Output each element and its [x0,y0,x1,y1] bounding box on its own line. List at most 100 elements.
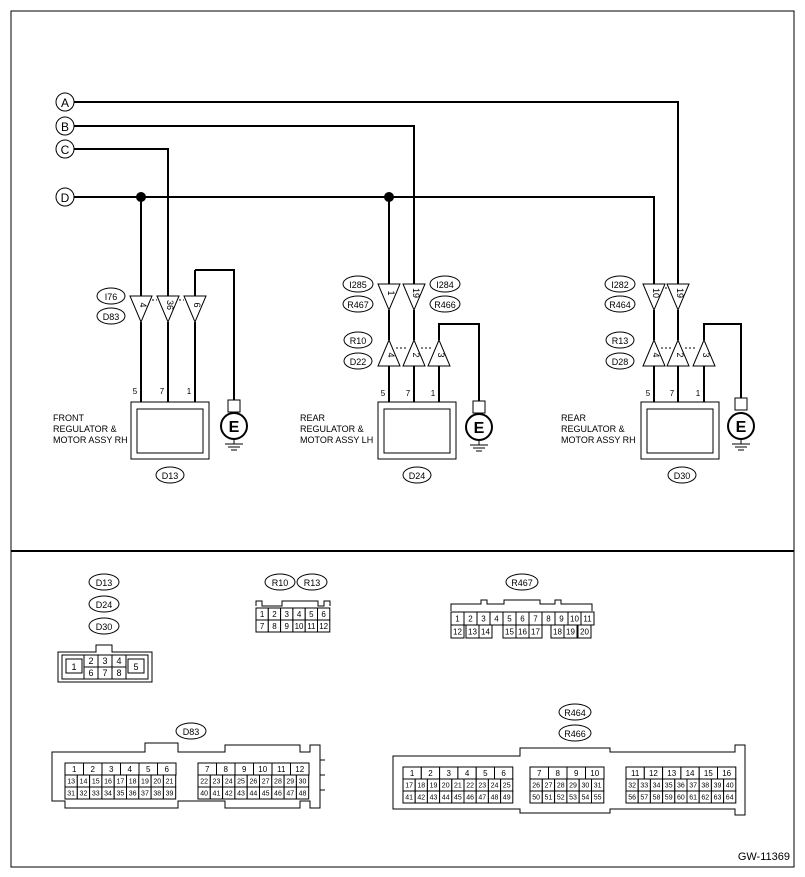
connector-pin-label: 6 [88,668,93,678]
connector-pin-label: 17 [405,783,413,790]
svg-text:19: 19 [675,288,685,298]
svg-text:3: 3 [436,352,446,357]
svg-text:I76: I76 [105,292,118,302]
connector-pin-cell [500,790,514,804]
connector-pin-label: 63 [714,795,722,802]
connector-pin-label: 47 [478,795,486,802]
connector-pin-label: 47 [286,791,294,798]
connector-pin-label: 17 [531,627,540,636]
connector-pin-label: 12 [649,769,658,778]
connector-pin-label: 57 [640,795,648,802]
connector-pin-label: 20 [580,627,589,636]
wire-pin-label: 5 [381,389,386,398]
connector-i285-pin: 1 [377,283,401,312]
svg-text:D28: D28 [612,357,629,367]
connector-pin-label: 12 [319,622,328,631]
connector-pin-label: 11 [631,769,640,778]
connector-r10-pin: 4 [377,338,401,367]
connector-pin-label: 33 [92,791,100,798]
svg-text:D30: D30 [96,622,113,632]
svg-text:R13: R13 [612,336,629,346]
connector-pin-label: 10 [258,765,267,774]
connector-pin-label: 14 [686,769,695,778]
connector-pin-label: 7 [102,668,107,678]
connector-pin-label: 59 [665,795,673,802]
connector-pin-label: 31 [67,791,75,798]
connector-pin-label: 14 [80,779,88,786]
circuit-rear-lh: 1 19 I285 R467 I284 R466 4 [300,275,493,484]
connector-pin-label: 36 [677,783,685,790]
wire-pin-label: 1 [431,389,436,398]
connector-pin-label: 16 [722,769,731,778]
svg-text:10: 10 [651,288,661,298]
svg-text:D83: D83 [103,312,120,322]
connector-pin-label: 11 [277,765,286,774]
connector-pin-label: 5 [507,614,512,623]
wire-d [74,196,655,284]
connector-pin-cell [317,619,331,633]
svg-text:D30: D30 [674,471,691,481]
connector-pin-label: 21 [454,783,462,790]
connector-pin-label: 29 [569,783,577,790]
connector-pin-label: 2 [88,656,93,666]
connector-code-r467: R467 [342,295,374,313]
connector-pin-label: 3 [102,656,107,666]
connector-pin-label: 15 [704,769,713,778]
svg-text:36: 36 [165,300,175,310]
connector-pin-label: 4 [494,614,499,623]
connector-pin-label: 27 [262,779,270,786]
connector-pin-label: 18 [553,627,562,636]
connector-pin-cell [295,786,310,800]
connector-pin-label: 17 [116,779,124,786]
connector-pin-label: 37 [141,791,149,798]
connector-pin-label: 58 [653,795,661,802]
module-label-line: REAR [561,413,587,423]
connector-pin-label: 8 [272,622,277,631]
svg-text:A: A [61,96,69,110]
connector-pin-label: 15 [505,627,514,636]
svg-text:D24: D24 [96,600,113,610]
connector-code: R467 [505,573,539,591]
connector-i76-pin: 4 [129,295,153,324]
connector-pin-label: 18 [417,783,425,790]
connector-pin-label: 7 [533,614,538,623]
connector-pin-cell [478,624,493,639]
line-label-d: D [55,187,75,207]
svg-text:1: 1 [71,662,76,672]
connector-pin-label: 44 [249,791,257,798]
connector-r13-pin: 4 [642,338,666,367]
module-label-line: MOTOR ASSY LH [300,435,373,445]
connector-pin-label: 12 [453,627,462,636]
svg-text:D13: D13 [96,578,113,588]
connector-pin-label: 31 [594,783,602,790]
connector-pin-label: 5 [483,769,488,778]
connector-pin-label: 13 [667,769,676,778]
connector-code-d83: D83 [96,307,126,325]
connector-i282-pin: 10 [642,283,666,312]
connector-pin-label: 32 [628,783,636,790]
figure-id: GW-11369 [738,851,790,863]
connector-pin-cell [450,624,465,639]
connector-pin-label: 48 [491,795,499,802]
connector-r13-pin: 3 [692,338,716,367]
connector-pin-label: 3 [447,769,452,778]
connector-pin-cell [528,624,543,639]
svg-text:I282: I282 [611,280,629,290]
svg-text:D83: D83 [183,727,200,737]
connector-pin-label: 38 [701,783,709,790]
connector-pin-label: 25 [503,783,511,790]
module-label-line: REAR [300,413,326,423]
svg-text:4: 4 [651,352,661,357]
connector-pin-label: 55 [594,795,602,802]
svg-text:R466: R466 [564,729,586,739]
connector-pin-label: 38 [153,791,161,798]
connector-pin-label: 28 [557,783,565,790]
svg-text:R464: R464 [609,300,631,310]
connector-pin-label: 46 [274,791,282,798]
connector-pin-label: 61 [689,795,697,802]
connector-pin-label: 16 [518,627,527,636]
connector-pin-label: 34 [653,783,661,790]
